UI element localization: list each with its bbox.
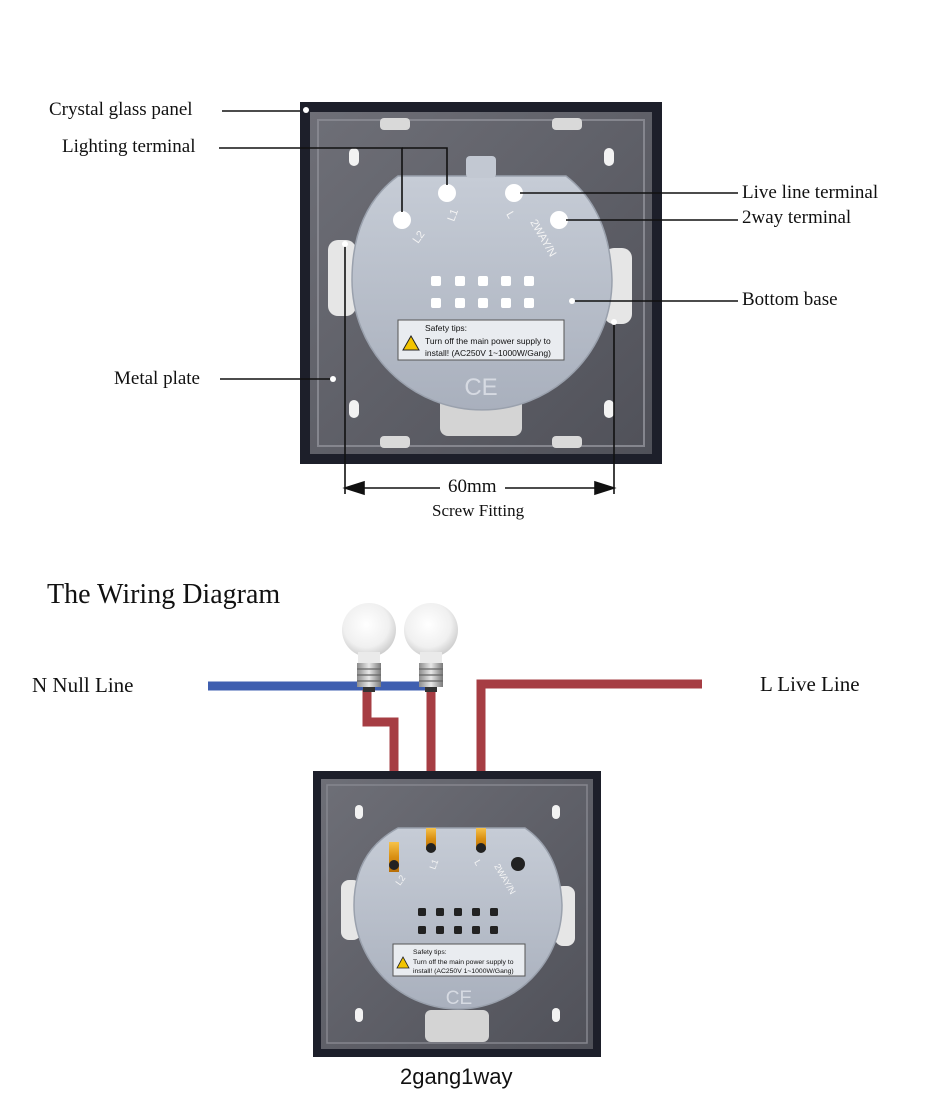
bulb-1-icon bbox=[342, 603, 396, 657]
terminal-l1 bbox=[438, 184, 456, 202]
safety-heading: Safety tips: bbox=[425, 323, 467, 333]
safety-line2: install! (AC250V 1~1000W/Gang) bbox=[425, 348, 551, 358]
bottom-switch-back: Safety tips: Turn off the main power sup… bbox=[313, 771, 601, 1057]
safety-line1-bottom: Turn off the main power supply to bbox=[413, 959, 514, 966]
mark-l: L bbox=[503, 210, 516, 221]
terminal-2way bbox=[550, 211, 568, 229]
mark-l2: L2 bbox=[411, 229, 428, 246]
terminal-l bbox=[505, 184, 523, 202]
bulb-1 bbox=[342, 603, 396, 692]
label-2way-terminal: 2way terminal bbox=[742, 207, 852, 228]
label-bottom-base: Bottom base bbox=[742, 289, 838, 310]
label-null-line: N Null Line bbox=[32, 673, 134, 697]
caption-2gang1way: 2gang1way bbox=[400, 1064, 513, 1089]
bulb-2-icon bbox=[404, 603, 458, 657]
terminal-l2 bbox=[393, 211, 411, 229]
terminal-2way-empty bbox=[511, 857, 525, 871]
mark-l2-bottom: L2 bbox=[393, 873, 407, 887]
terminal-connectors bbox=[389, 828, 486, 872]
warning-icon bbox=[402, 334, 420, 351]
mark-l-bottom: L bbox=[472, 858, 483, 867]
label-live-line: L Live Line bbox=[760, 672, 860, 696]
top-switch-back: CE L2 L1 L 2WAY/N Safety tips: Turn off … bbox=[300, 102, 662, 464]
label-screw-fitting: Screw Fitting bbox=[432, 501, 525, 520]
wiring-title: The Wiring Diagram bbox=[47, 579, 281, 610]
label-lighting-terminal: Lighting terminal bbox=[62, 136, 196, 157]
safety-line1: Turn off the main power supply to bbox=[425, 336, 551, 346]
warning-icon-bottom bbox=[396, 956, 410, 969]
label-metal-plate: Metal plate bbox=[114, 368, 200, 389]
label-crystal-glass-panel: Crystal glass panel bbox=[49, 99, 193, 120]
ce-mark: CE bbox=[464, 374, 497, 401]
label-dimension: 60mm bbox=[448, 476, 497, 497]
leader-lines bbox=[219, 110, 738, 496]
label-live-line-terminal: Live line terminal bbox=[742, 182, 879, 203]
safety-heading-bottom: Safety tips: bbox=[413, 949, 447, 956]
ce-mark-bottom: CE bbox=[446, 988, 472, 1009]
bulb-2 bbox=[404, 603, 458, 692]
safety-tips-box bbox=[397, 319, 565, 361]
mark-l1-bottom: L1 bbox=[427, 858, 440, 871]
safety-line2-bottom: install! (AC250V 1~1000W/Gang) bbox=[413, 968, 514, 975]
mark-l1: L1 bbox=[446, 207, 461, 223]
